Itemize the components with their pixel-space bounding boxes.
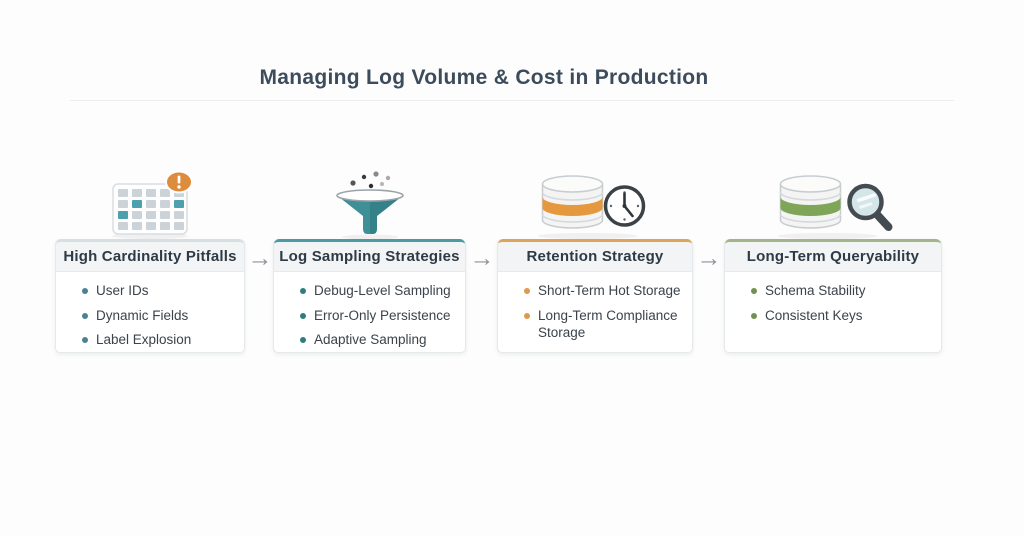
card-title: Long-Term Queryability (725, 239, 941, 272)
card-log-sampling: Log Sampling Strategies Debug-Level Samp… (273, 239, 466, 353)
card-title: High Cardinality Pitfalls (56, 239, 244, 272)
list-item: Dynamic Fields (82, 307, 238, 325)
list-item: Debug-Level Sampling (300, 282, 459, 300)
flow-arrow-icon: → (247, 244, 273, 272)
card-body: Short-Term Hot Storage Long-Term Complia… (498, 272, 692, 353)
flow-arrow-icon: → (469, 244, 495, 272)
list-item: Consistent Keys (751, 307, 935, 325)
database-cylinder (541, 175, 604, 229)
list-item: User IDs (82, 282, 238, 300)
list-item: Label Explosion (82, 331, 238, 349)
card-high-cardinality: High Cardinality Pitfalls User IDs Dynam… (55, 239, 245, 353)
icon-wrap (528, 168, 663, 239)
calendar-grid-warning-icon (112, 170, 193, 239)
magnifier-icon (847, 183, 893, 231)
icon-wrap (766, 168, 901, 239)
card-retention: Retention Strategy Short-Term Hot Storag… (497, 239, 693, 353)
funnel-icon (335, 171, 404, 239)
flow-arrow-icon: → (696, 244, 722, 272)
list-item: Short-Term Hot Storage (524, 282, 686, 300)
card-body: Schema Stability Consistent Keys (725, 272, 941, 353)
card-title: Log Sampling Strategies (274, 239, 465, 272)
card-body: User IDs Dynamic Fields Label Explosion (56, 272, 244, 353)
icon-wrap (95, 168, 205, 239)
list-item: Long-Term Compliance Storage (524, 307, 686, 342)
icon-wrap (315, 168, 425, 239)
clock-icon (603, 185, 646, 227)
card-title: Retention Strategy (498, 239, 692, 272)
database-cylinder (779, 175, 842, 229)
list-item: Adaptive Sampling (300, 331, 459, 349)
list-item: Error-Only Persistence (300, 307, 459, 325)
database-search-icon (777, 175, 893, 239)
card-body: Debug-Level Sampling Error-Only Persiste… (274, 272, 465, 353)
page-title: Managing Log Volume & Cost in Production (259, 66, 709, 89)
list-item: Schema Stability (751, 282, 935, 300)
title-divider (70, 100, 954, 101)
warning-badge-icon (165, 170, 193, 194)
database-clock-icon (537, 175, 646, 239)
card-queryability: Long-Term Queryability Schema Stability … (724, 239, 942, 353)
